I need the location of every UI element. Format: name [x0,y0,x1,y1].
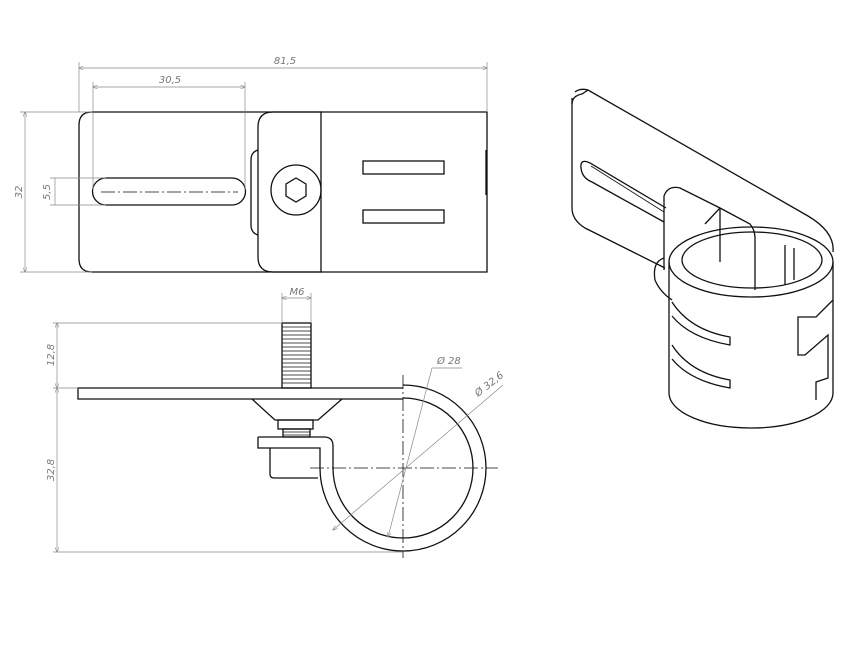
bolt-head [270,164,322,216]
dim-slot-width: 5,5 [42,184,53,200]
dim-bolt-height: 12,8 [46,344,57,366]
plate-side [77,387,403,400]
slot-rect [362,160,445,175]
bolt-thread [281,322,312,389]
thread-lines [282,326,311,384]
slot [91,177,247,206]
countersink [251,398,343,421]
iso-bracket-tab [663,186,756,290]
nut [269,448,318,479]
iso-tube-body [668,262,834,429]
washer [277,419,314,430]
iso-slot-2 [671,344,731,389]
side-view: M6 12,8 32,8 Ø 28 Ø 32,6 [46,287,506,558]
iso-bolt-head [653,257,673,301]
dim-width: 32 [14,186,25,199]
bracket-outline [257,111,322,273]
dim-inner-diameter: Ø 28 [436,355,461,367]
dim-thread: M6 [290,287,305,298]
clamp-band [257,384,487,552]
slot-rect [362,209,445,224]
iso-tube-top [668,226,834,298]
iso-notch [797,299,834,400]
dim-overall-length: 81,5 [274,56,296,67]
iso-plate [571,88,834,269]
top-view: 81,5 30,5 32 5,5 [14,56,487,272]
isometric-view [571,88,834,429]
dim-outer-diameter: Ø 32,6 [472,369,506,400]
bracket-bump [250,149,259,236]
hex-socket-icon [285,177,307,203]
nut-thread [282,428,311,438]
iso-slot [580,160,667,223]
dim-slot-length: 30,5 [159,75,181,86]
iso-slot-1 [671,301,731,346]
dim-clamp-height: 32,8 [46,459,57,481]
